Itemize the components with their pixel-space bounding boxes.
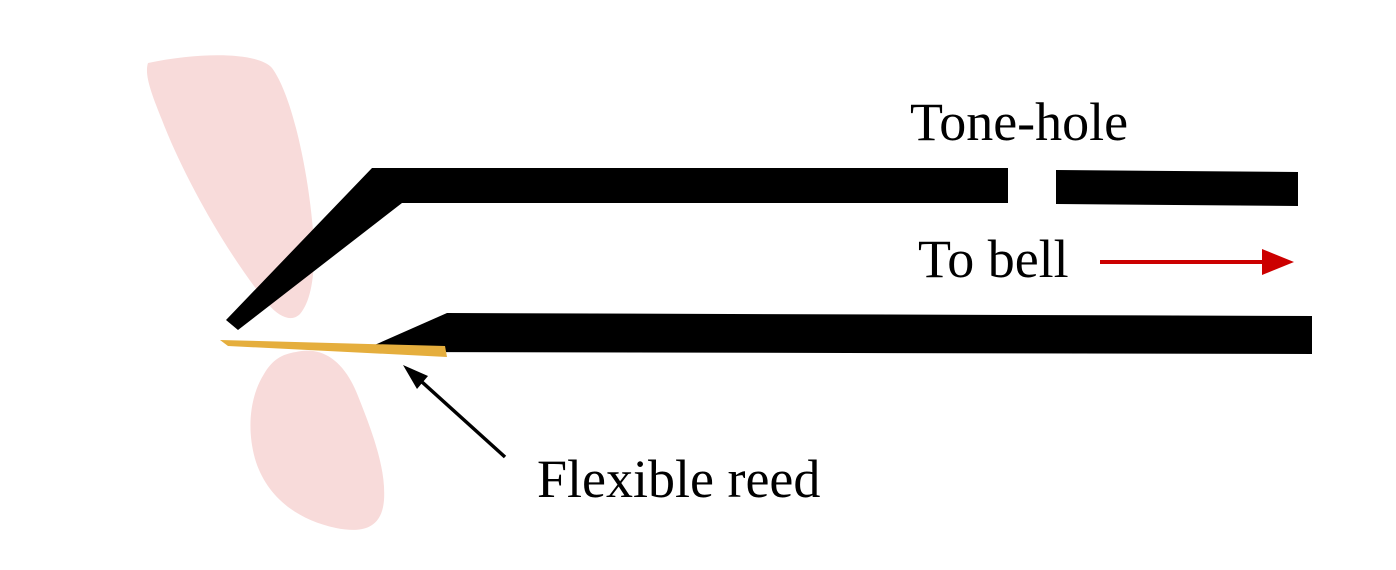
to-bell-label: To bell [918, 229, 1069, 289]
lower-lip-shape [250, 350, 385, 530]
mouthpiece-upper-wall [226, 168, 1008, 330]
flexible-reed-arrow [403, 365, 507, 459]
flexible-reed-label: Flexible reed [537, 449, 820, 509]
tone-hole-gap [1008, 168, 1056, 203]
flexible-reed-arrow-shaft [420, 380, 507, 459]
tone-hole-label: Tone-hole [910, 92, 1128, 152]
tube-upper-right-segment [1056, 170, 1298, 206]
flexible-reed-arrowhead [403, 365, 428, 389]
to-bell-arrow [1100, 249, 1294, 275]
reed-shape [220, 340, 447, 357]
upper-lip-shape [146, 55, 314, 319]
tube-lower-wall [370, 313, 1312, 354]
to-bell-arrowhead [1262, 249, 1294, 275]
